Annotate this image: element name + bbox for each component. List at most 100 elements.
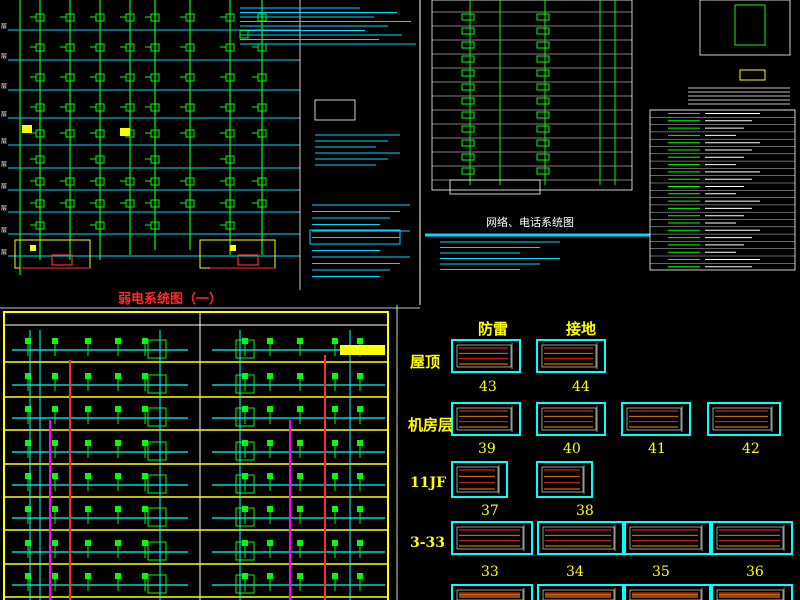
network-device-box xyxy=(536,55,550,63)
sheet-thumbnail-frame xyxy=(537,584,624,600)
sheet-number-35: 35 xyxy=(652,564,670,580)
sheet-number-43: 43 xyxy=(479,379,497,395)
schematic-node xyxy=(85,338,91,344)
schematic-node xyxy=(357,540,363,546)
sheet-thumbnail-frame xyxy=(621,402,691,436)
network-device-box xyxy=(461,41,475,49)
schematic-node xyxy=(25,440,31,446)
svg-text:层: 层 xyxy=(1,183,7,190)
schematic-node xyxy=(242,473,248,479)
sheet-thumbnail-plan xyxy=(542,589,615,600)
sheet-thumbnail-frame xyxy=(711,584,793,600)
schematic-cabinet xyxy=(235,541,255,561)
network-device-box xyxy=(461,153,475,161)
schematic-node xyxy=(52,338,58,344)
schematic-node xyxy=(357,338,363,344)
design-notes-top xyxy=(239,7,416,277)
sheet-thumbnail-plan xyxy=(542,526,615,550)
schematic-node xyxy=(332,440,338,446)
schematic-node xyxy=(115,338,121,344)
sheet-number-33: 33 xyxy=(481,564,499,580)
schematic-cabinet xyxy=(235,574,255,594)
schematic-node xyxy=(115,473,121,479)
schematic-node xyxy=(267,540,273,546)
schematic-node xyxy=(242,338,248,344)
schematic-node xyxy=(267,440,273,446)
sheet-thumbnail-frame xyxy=(451,521,533,555)
schematic-node xyxy=(142,573,148,579)
schematic-cabinet xyxy=(147,441,167,461)
sheet-thumbnails xyxy=(451,339,793,600)
sheet-thumbnail-frame xyxy=(451,339,521,373)
schematic-node xyxy=(242,573,248,579)
network-device-box xyxy=(461,125,475,133)
schematic-node xyxy=(115,573,121,579)
schematic-cabinet xyxy=(235,407,255,427)
sheet-number-42: 42 xyxy=(742,441,760,457)
schematic-node xyxy=(115,540,121,546)
schematic-node xyxy=(115,373,121,379)
sheet-thumbnail-frame xyxy=(536,461,593,498)
sheet-thumbnail-plan xyxy=(456,589,524,600)
network-device-box xyxy=(461,55,475,63)
schematic-node xyxy=(85,406,91,412)
schematic-node xyxy=(357,506,363,512)
schematic-node xyxy=(85,473,91,479)
schematic-node xyxy=(25,573,31,579)
sheet-thumbnail-frame xyxy=(536,402,606,436)
schematic-node xyxy=(242,406,248,412)
schematic-node xyxy=(142,406,148,412)
network-device-box xyxy=(536,13,550,21)
schematic-node xyxy=(52,473,58,479)
schematic-node xyxy=(25,373,31,379)
schematic-node xyxy=(85,506,91,512)
schematic-node xyxy=(25,406,31,412)
sheet-thumbnail-frame xyxy=(536,339,606,373)
schematic-node xyxy=(85,440,91,446)
schematic-node xyxy=(297,506,303,512)
network-phone-diagram xyxy=(425,0,650,270)
schematic-node xyxy=(142,373,148,379)
schematic-node xyxy=(52,540,58,546)
sheet-thumbnail-frame xyxy=(451,402,521,436)
network-device-box xyxy=(461,97,475,105)
schematic-node xyxy=(332,540,338,546)
network-phone-system-title: 网络、电话系统图 xyxy=(486,216,574,229)
schematic-node xyxy=(357,406,363,412)
sheet-thumbnail-plan xyxy=(629,589,702,600)
schematic-node xyxy=(115,406,121,412)
svg-text:层: 层 xyxy=(1,249,7,256)
network-device-box xyxy=(536,153,550,161)
schematic-node xyxy=(357,473,363,479)
svg-text:层: 层 xyxy=(1,53,7,60)
network-device-box xyxy=(536,167,550,175)
network-device-box xyxy=(461,27,475,35)
schematic-node xyxy=(332,506,338,512)
svg-text:层: 层 xyxy=(1,83,7,90)
schematic-node xyxy=(52,373,58,379)
schematic-node xyxy=(297,406,303,412)
schematic-node xyxy=(85,573,91,579)
sheet-number-40: 40 xyxy=(563,441,581,457)
sheet-thumbnail-frame xyxy=(624,521,711,555)
network-device-box xyxy=(536,83,550,91)
schematic-node xyxy=(267,338,273,344)
schematic-node xyxy=(332,338,338,344)
schematic-node xyxy=(297,338,303,344)
weak-power-riser-diagram: 层层层 层层层 层层层 层 xyxy=(1,0,301,290)
schematic-node xyxy=(242,440,248,446)
schematic-node xyxy=(297,573,303,579)
sheet-thumbnail-plan xyxy=(456,526,524,550)
schematic-node xyxy=(357,440,363,446)
row-label-roof: 屋顶 xyxy=(410,353,441,371)
schematic-node xyxy=(297,373,303,379)
sheet-thumbnail-plan xyxy=(541,407,597,431)
schematic-node xyxy=(25,506,31,512)
schematic-cabinet xyxy=(147,541,167,561)
network-device-box xyxy=(536,111,550,119)
network-device-box xyxy=(536,139,550,147)
row-label-machine-room: 机房层 xyxy=(408,416,454,434)
svg-text:层: 层 xyxy=(1,138,7,145)
sheet-thumbnail-plan xyxy=(629,526,702,550)
sheet-thumbnail-plan xyxy=(716,589,784,600)
